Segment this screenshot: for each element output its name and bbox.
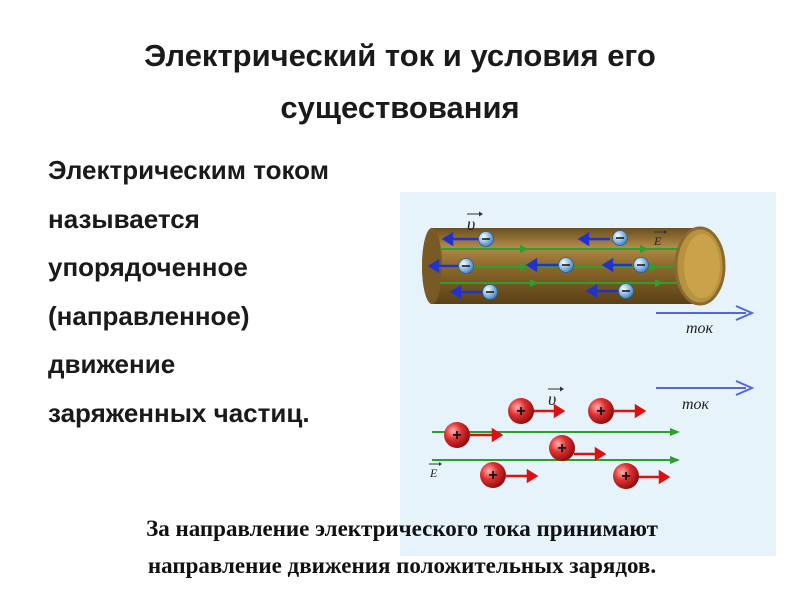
field-label: E xyxy=(653,234,662,248)
electrons xyxy=(458,230,649,300)
electron-arrows xyxy=(427,231,632,300)
electron xyxy=(482,284,498,300)
definition-line: называется xyxy=(48,203,200,234)
field-arrowheads xyxy=(670,428,680,464)
field-arrowheads xyxy=(520,245,663,287)
electron xyxy=(458,258,474,274)
definition-line: упорядоченное xyxy=(48,252,248,282)
charge-symbol: + xyxy=(516,403,525,420)
footer-rule-text: За направление электрического тока прини… xyxy=(22,510,782,584)
current-label: ток xyxy=(686,320,714,337)
electron xyxy=(612,230,628,246)
charge-symbol: + xyxy=(452,427,461,444)
title-line: Электрический ток и условия его xyxy=(144,38,656,73)
top-current-indicator: ток xyxy=(656,305,755,337)
charge-symbol: + xyxy=(488,467,497,484)
proton: + xyxy=(549,435,575,461)
top-field-label: E xyxy=(653,230,667,248)
proton: + xyxy=(508,398,534,424)
proton-arrows xyxy=(470,403,671,485)
definition-line: движение xyxy=(48,349,176,379)
electron xyxy=(633,257,649,273)
charge-symbol: + xyxy=(557,440,566,457)
proton: + xyxy=(480,462,506,488)
field-label: E xyxy=(429,466,438,480)
proton: + xyxy=(613,463,639,489)
protons: + + + + + + xyxy=(444,398,639,489)
definition-line: Электрическим током xyxy=(48,155,329,185)
charge-symbol: + xyxy=(621,468,630,485)
definition-line: заряженных частиц. xyxy=(48,397,310,428)
bottom-velocity-label: υ xyxy=(548,386,564,409)
proton: + xyxy=(588,398,614,424)
velocity-label: υ xyxy=(548,389,556,409)
conductor-diagram: υ E ток xyxy=(422,211,755,337)
current-label: ток xyxy=(682,396,710,413)
slide-title: Электрический ток и условия его существо… xyxy=(40,30,760,134)
bottom-field-label: E xyxy=(429,462,442,480)
velocity-label: υ xyxy=(467,214,475,234)
conductor-front-face xyxy=(684,234,720,298)
field-lines xyxy=(432,431,678,461)
footer-line: направление движения положительных заряд… xyxy=(147,553,657,578)
footer-line: За направление электрического тока прини… xyxy=(146,516,658,541)
definition-line: (направленное) xyxy=(48,300,250,331)
positive-charge-diagram: ток υ E xyxy=(429,380,755,489)
definition-text: Электрическим током называется упорядоче… xyxy=(48,146,408,437)
bottom-current-indicator: ток xyxy=(656,380,755,413)
charge-symbol: + xyxy=(596,403,605,420)
title-line: существования xyxy=(280,90,520,125)
top-velocity-label: υ xyxy=(467,211,483,234)
electron xyxy=(558,257,574,273)
electron xyxy=(478,231,494,247)
current-illustration: υ E ток ток υ E xyxy=(422,211,755,489)
proton: + xyxy=(444,422,470,448)
electron xyxy=(618,283,634,299)
